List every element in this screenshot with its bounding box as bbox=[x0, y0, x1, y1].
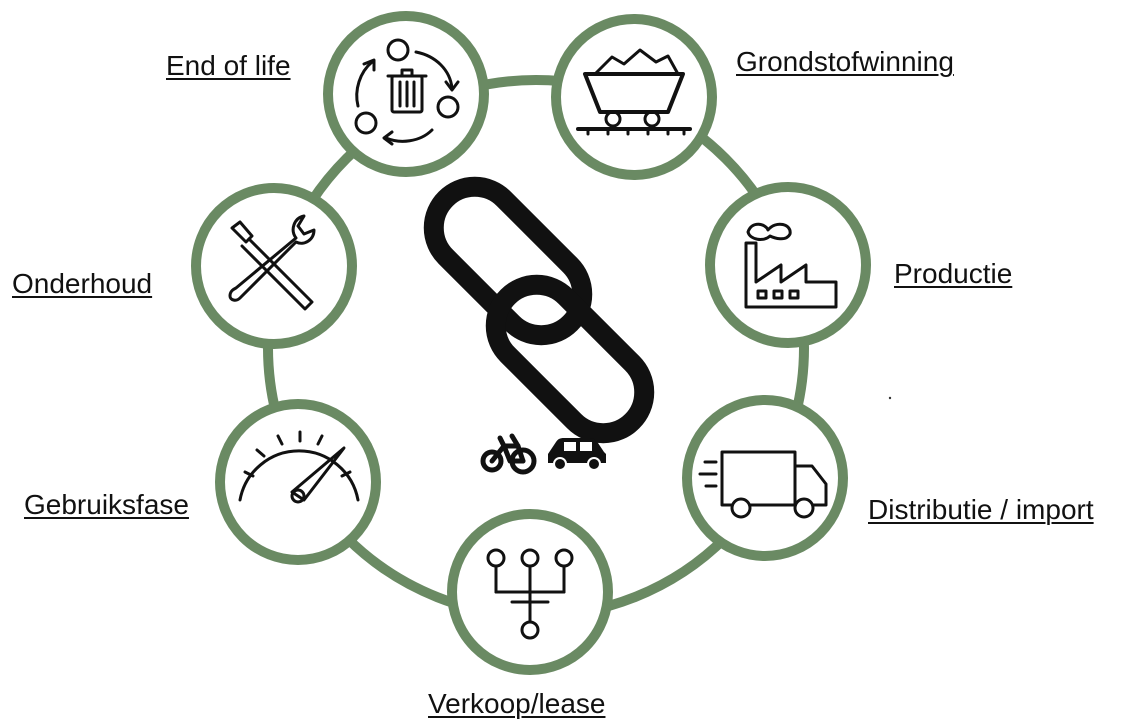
stage-node-grondstofwinning bbox=[551, 14, 717, 180]
label-onderhoud: Onderhoud bbox=[12, 268, 153, 299]
stage-node-verkoop bbox=[447, 509, 613, 675]
stage-node-end-of-life bbox=[323, 11, 489, 177]
car-icon bbox=[548, 438, 606, 471]
label-end-of-life: End of life bbox=[166, 50, 291, 81]
mine-cart-icon bbox=[576, 48, 692, 136]
label-distributie: Distributie / import bbox=[868, 494, 1094, 525]
stray-dot bbox=[888, 396, 892, 400]
label-gebruiksfase: Gebruiksfase bbox=[24, 489, 189, 520]
delivery-truck-icon bbox=[698, 450, 828, 519]
distribution-tree-icon bbox=[486, 548, 574, 640]
label-productie: Productie bbox=[894, 258, 1013, 289]
tools-icon bbox=[228, 214, 316, 311]
stage-node-onderhoud bbox=[191, 183, 357, 349]
label-verkoop: Verkoop/lease bbox=[428, 688, 606, 719]
stage-node-productie bbox=[705, 182, 871, 348]
chain-link-icon bbox=[423, 176, 655, 444]
stage-node-distributie bbox=[682, 395, 848, 561]
speedometer-icon bbox=[238, 430, 360, 504]
recycle-bin-icon bbox=[354, 38, 460, 146]
stage-node-gebruiksfase bbox=[215, 399, 381, 565]
factory-icon bbox=[744, 222, 838, 309]
bicycle-icon bbox=[480, 433, 537, 475]
label-grondstofwinning: Grondstofwinning bbox=[736, 46, 954, 77]
